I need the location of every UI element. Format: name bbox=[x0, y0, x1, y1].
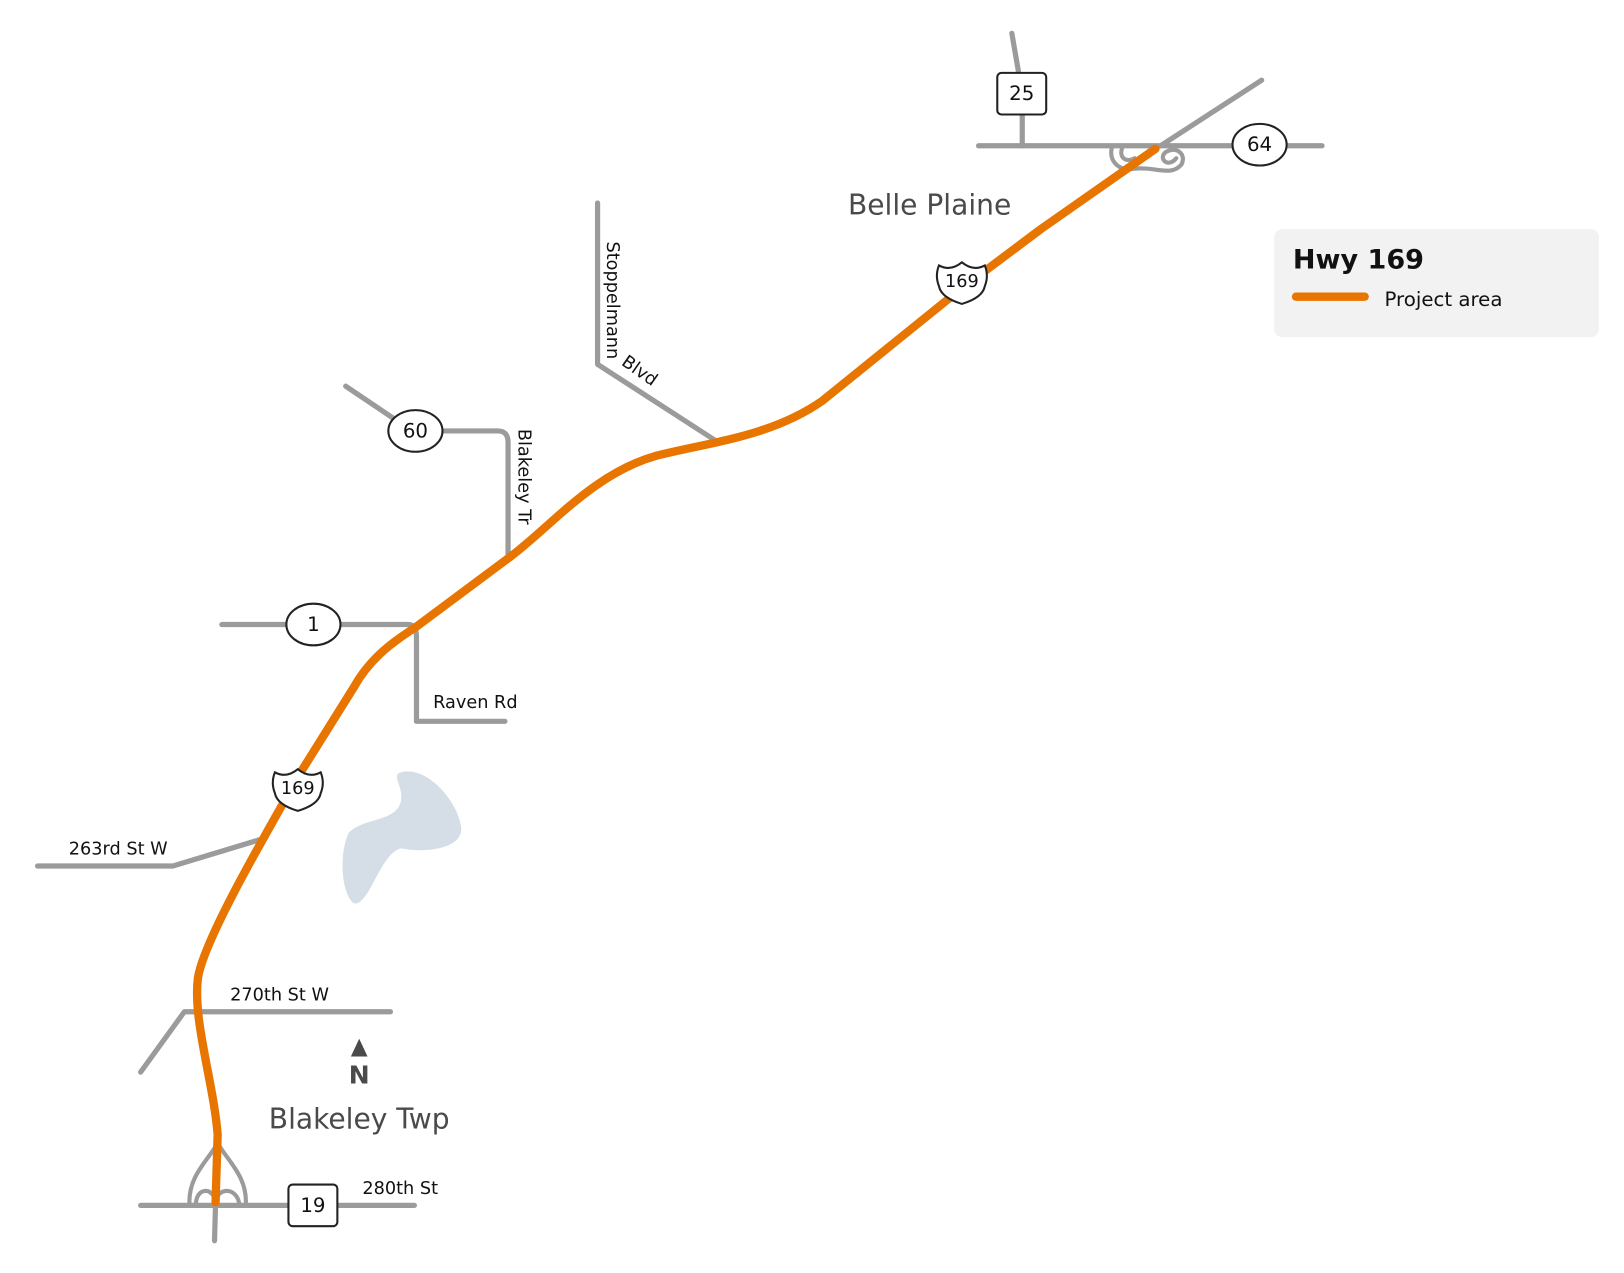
label-270th-st-w: 270th St W bbox=[230, 985, 329, 1005]
route-marker-25-label: 25 bbox=[1009, 82, 1034, 105]
label-blakeley-tr: Blakeley Tr bbox=[513, 429, 533, 525]
legend: Hwy 169 Project area bbox=[1274, 228, 1599, 338]
north-arrow: N bbox=[349, 1038, 370, 1090]
lake bbox=[342, 771, 462, 904]
route-marker-64-label: 64 bbox=[1247, 133, 1272, 156]
route-marker-19-label: 19 bbox=[300, 1194, 325, 1217]
road-169-south bbox=[211, 1199, 219, 1244]
label-raven-rd: Raven Rd bbox=[433, 693, 517, 713]
north-label: N bbox=[349, 1061, 370, 1090]
route-marker-19: 19 bbox=[287, 1183, 339, 1228]
road-270th bbox=[138, 1009, 394, 1075]
route-marker-1-label: 1 bbox=[307, 613, 320, 636]
us-169-shield-label: 169 bbox=[281, 779, 315, 799]
label-263rd-st-w: 263rd St W bbox=[69, 840, 168, 860]
legend-item-label: Project area bbox=[1384, 288, 1502, 311]
route-marker-1: 1 bbox=[285, 602, 342, 647]
road-60-west bbox=[343, 383, 397, 422]
local-roads bbox=[34, 30, 1325, 1244]
us-highway-shield-icon bbox=[271, 767, 324, 812]
route-marker-25: 25 bbox=[996, 71, 1048, 116]
label-stoppelmann: Stoppelmann bbox=[602, 241, 622, 359]
road-263rd bbox=[34, 835, 269, 869]
route-marker-60: 60 bbox=[387, 409, 444, 453]
place-belle-plaine: Belle Plaine bbox=[848, 188, 1011, 221]
north-arrow-icon bbox=[350, 1038, 368, 1057]
hwy-169-project-route bbox=[192, 144, 1160, 1207]
route-marker-64: 64 bbox=[1231, 122, 1288, 167]
us-169-shield-south: 169 bbox=[271, 767, 324, 812]
route-marker-60-label: 60 bbox=[403, 419, 428, 442]
legend-background bbox=[1274, 228, 1599, 338]
us-169-shield-north: 169 bbox=[935, 260, 988, 306]
blakeley-tr bbox=[439, 428, 511, 560]
stoppelmann-blvd bbox=[594, 200, 721, 445]
us-169-shield-label: 169 bbox=[945, 272, 979, 292]
label-280th-st: 280th St bbox=[362, 1179, 438, 1199]
legend-title: Hwy 169 bbox=[1293, 245, 1424, 276]
us-highway-shield-icon bbox=[935, 260, 988, 306]
label-blvd: Blvd bbox=[618, 352, 661, 391]
place-blakeley-twp: Blakeley Twp bbox=[269, 1102, 450, 1135]
road-northeast bbox=[1158, 77, 1265, 149]
